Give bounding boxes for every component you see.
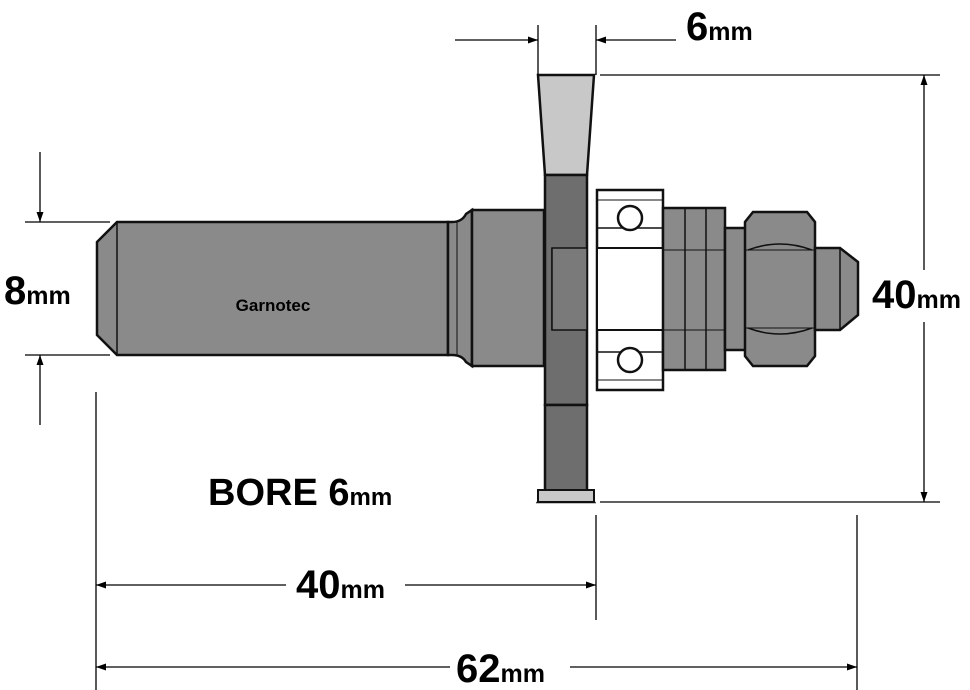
dimension-shank-diameter [25, 152, 110, 425]
spacer-rings [661, 206, 749, 372]
cutter-blade [535, 73, 597, 504]
dimension-total-length [96, 515, 858, 690]
shank [95, 207, 546, 369]
dimension-cut-width-label: 6mm [686, 5, 753, 49]
dimension-cut-diameter-label: 40mm [872, 273, 961, 317]
dimension-total-length-label: 62mm [456, 647, 545, 690]
bearing-ball-bottom [616, 346, 644, 374]
dimension-shank-length-label: 40mm [296, 563, 385, 607]
hex-nut [743, 210, 817, 368]
brand-label: Garnotec [236, 296, 311, 315]
ball-bearing [595, 188, 665, 392]
bore-label: BORE 6mm [208, 472, 392, 514]
threaded-end [813, 246, 860, 332]
dimension-cut-width [455, 25, 676, 75]
bearing-ball-top [616, 204, 644, 232]
dimension-shank-diameter-label: 8mm [4, 269, 71, 313]
dimension-cut-diameter [600, 74, 940, 503]
dimension-shank-length [95, 392, 597, 690]
